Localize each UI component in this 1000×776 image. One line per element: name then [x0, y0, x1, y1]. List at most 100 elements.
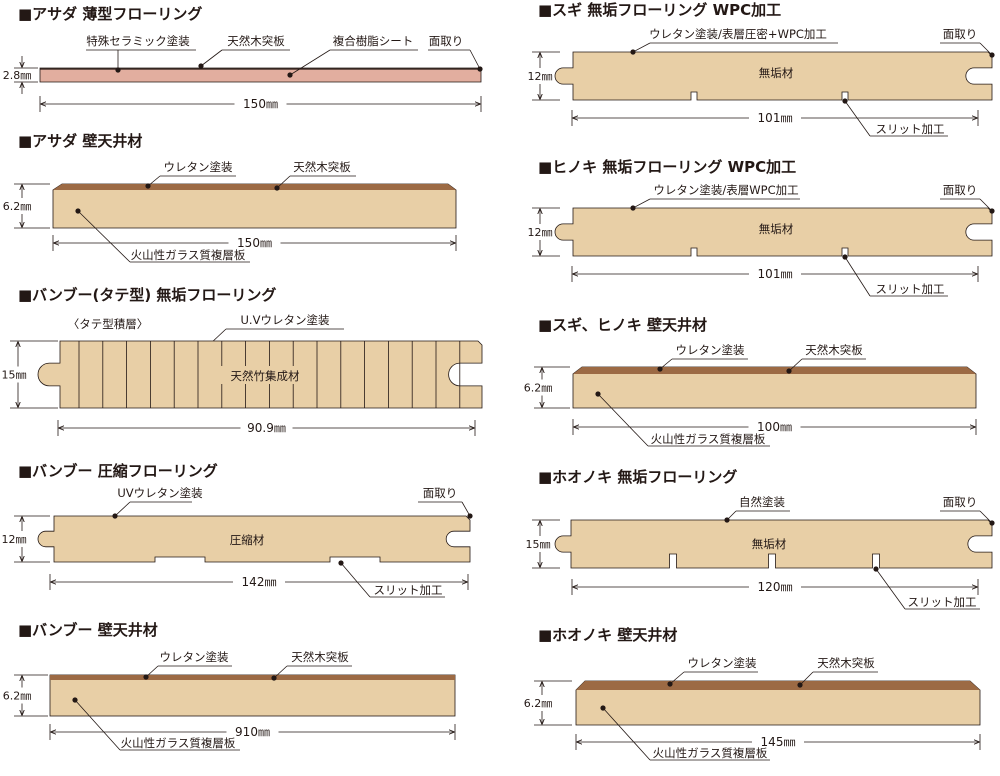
sugi-hinoki-wall-label-urethane: ウレタン塗装	[676, 343, 745, 357]
honoki-floor-label-chamfer: 面取り	[943, 495, 978, 509]
honoki-floor-board	[554, 519, 993, 569]
bamboo-compressed-board	[37, 515, 471, 563]
sugi-hinoki-wall-veneer	[573, 367, 976, 374]
honoki-wall-leader-urethane-line	[669, 671, 685, 685]
section-title-bamboo-compressed: ■バンブー 圧縮フローリング	[18, 462, 218, 480]
honoki-wall-leader-core-line	[602, 707, 651, 761]
section-title-honoki-floor: ■ホオノキ 無垢フローリング	[538, 468, 737, 486]
asada-thin-thickness-label: 2.8㎜	[3, 69, 32, 82]
asada-wall-width-label: 150㎜	[237, 236, 272, 250]
bamboo-vertical-label-uv: U.Vウレタン塗装	[241, 313, 330, 327]
honoki-floor-thickness-label: 15㎜	[526, 538, 551, 551]
honoki-floor-leader-natural-line	[726, 510, 737, 521]
bamboo-wall-label-urethane: ウレタン塗装	[160, 650, 229, 664]
section-title-bamboo-vertical: ■バンブー(タテ型) 無垢フローリング	[18, 286, 276, 304]
bamboo-compressed-leader-uv-line	[114, 501, 131, 517]
honoki-wall-veneer	[576, 681, 980, 690]
bamboo-vertical-label-backdrop	[216, 366, 314, 384]
section-title-honoki-wall: ■ホオノキ 壁天井材	[538, 626, 677, 644]
sugi-hinoki-wall-thickness-label: 6.2㎜	[524, 382, 553, 395]
sugi-hinoki-wall-label-veneer: 天然木突板	[805, 343, 863, 357]
bamboo-compressed-label-uv: UVウレタン塗装	[117, 486, 203, 500]
hinoki-wpc-label-coating: ウレタン塗装/表層WPC加工	[653, 183, 798, 197]
bamboo-wall-leader-urethane-line	[145, 665, 159, 678]
asada-wall-leader-core-line	[77, 210, 131, 263]
bamboo-wall-leader-core-line	[74, 699, 121, 751]
asada-wall-leader-urethane-line	[147, 175, 161, 187]
bamboo-compressed-leader-slit-line	[340, 562, 371, 598]
section-title-asada-wall: ■アサダ 壁天井材	[18, 132, 142, 150]
asada-thin-width-label: 150㎜	[243, 97, 278, 111]
bamboo-compressed-label-chamfer: 面取り	[423, 486, 458, 500]
hinoki-wpc-label-material: 無垢材	[759, 222, 794, 236]
section-title-bamboo-wall: ■バンブー 壁天井材	[18, 621, 158, 639]
honoki-wall-label-core: 火山性ガラス質複層板	[653, 746, 768, 760]
bamboo-wall-veneer	[50, 675, 455, 680]
bamboo-vertical-width-label: 90.9㎜	[247, 421, 286, 435]
asada-wall-label-veneer: 天然木突板	[293, 160, 351, 174]
bamboo-wall-leader-veneer-line	[273, 665, 288, 679]
honoki-floor-label-material: 無垢材	[752, 537, 787, 551]
hinoki-wpc-board	[554, 207, 993, 257]
asada-thin-label-chamfer: 面取り	[429, 34, 464, 48]
asada-wall-label-core: 火山性ガラス質複層板	[131, 248, 246, 262]
bamboo-wall-thickness-label: 6.2㎜	[3, 690, 32, 703]
sugi-hinoki-wall-label-core: 火山性ガラス質複層板	[651, 432, 766, 446]
bamboo-compressed-thickness-label: 12㎜	[2, 533, 27, 546]
sugi-wpc-leader-coating-line	[632, 42, 651, 53]
sugi-wpc-width-label: 101㎜	[758, 111, 793, 125]
hinoki-wpc-width-label: 101㎜	[758, 267, 793, 281]
section-title-sugi-hinoki-wall: ■スギ、ヒノキ 壁天井材	[538, 316, 707, 334]
bamboo-wall-width-label: 910㎜	[235, 725, 270, 739]
honoki-wall-leader-veneer-line	[799, 671, 814, 686]
hinoki-wpc-leader-coating-line	[632, 198, 651, 209]
asada-thin-label-coating: 特殊セラミック塗装	[86, 34, 190, 48]
sugi-hinoki-wall-leader-urethane-line	[659, 358, 673, 370]
sugi-wpc-thickness-label: 12㎜	[528, 70, 553, 83]
bamboo-compressed-width-label: 142㎜	[242, 575, 277, 589]
asada-thin-label-veneer: 天然木突板	[227, 34, 285, 48]
honoki-wall-width-label: 145㎜	[761, 735, 796, 749]
honoki-wall-label-urethane: ウレタン塗装	[688, 656, 757, 670]
bamboo-compressed-label-material: 圧縮材	[230, 533, 265, 547]
bamboo-compressed-label-slit: スリット加工	[374, 583, 443, 597]
asada-wall-leader-veneer-line	[276, 175, 291, 189]
honoki-floor-leader-slit-line	[875, 568, 906, 610]
asada-thin-label-resin-sheet: 複合樹脂シート	[333, 34, 414, 48]
sugi-wpc-board	[554, 51, 993, 101]
section-title-hinoki-wpc: ■ヒノキ 無垢フローリング WPC加工	[538, 158, 796, 176]
sugi-wpc-leader-chamfer-line	[979, 42, 993, 56]
bamboo-vertical-label-stacking: 〈タテ型積層〉	[68, 317, 149, 331]
bamboo-wall-board	[49, 674, 456, 717]
asada-thin-leader-veneer-line	[200, 49, 223, 67]
hinoki-wpc-leader-chamfer-line	[979, 198, 993, 212]
sugi-wpc-label-material: 無垢材	[759, 66, 794, 80]
honoki-wall-label-veneer: 天然木突板	[817, 656, 875, 670]
honoki-floor-label-natural: 自然塗装	[739, 495, 785, 509]
asada-wall-thickness-label: 6.2㎜	[3, 200, 32, 213]
honoki-floor-leader-chamfer-line	[979, 510, 993, 524]
asada-thin-leader-resin-sheet-line	[289, 49, 331, 76]
asada-wall-board	[52, 183, 457, 229]
asada-wall-veneer	[53, 184, 456, 190]
bamboo-compressed-leader-chamfer-line	[461, 501, 471, 517]
sugi-wpc-leader-slit-line	[844, 100, 871, 137]
sugi-hinoki-wall-width-label: 100㎜	[757, 420, 792, 434]
honoki-floor-label-slit: スリット加工	[908, 595, 977, 609]
bamboo-wall-label-veneer: 天然木突板	[291, 650, 349, 664]
hinoki-wpc-label-chamfer: 面取り	[943, 183, 978, 197]
asada-thin-leader-chamfer-line	[469, 49, 481, 70]
asada-thin-board	[39, 67, 482, 83]
hinoki-wpc-leader-slit-line	[844, 256, 871, 297]
sugi-hinoki-wall-leader-core-line	[597, 393, 649, 447]
sugi-hinoki-wall-leader-veneer-line	[788, 358, 803, 372]
honoki-floor-width-label: 120㎜	[758, 580, 793, 594]
bamboo-vertical-thickness-label: 15㎜	[2, 369, 27, 382]
sugi-wpc-label-coating: ウレタン塗装/表層圧密+WPC加工	[649, 27, 827, 41]
bamboo-wall-label-core: 火山性ガラス質複層板	[121, 736, 236, 750]
sugi-wpc-label-slit: スリット加工	[876, 122, 945, 136]
hinoki-wpc-thickness-label: 12㎜	[528, 226, 553, 239]
section-title-sugi-wpc: ■スギ 無垢フローリング WPC加工	[538, 1, 781, 19]
